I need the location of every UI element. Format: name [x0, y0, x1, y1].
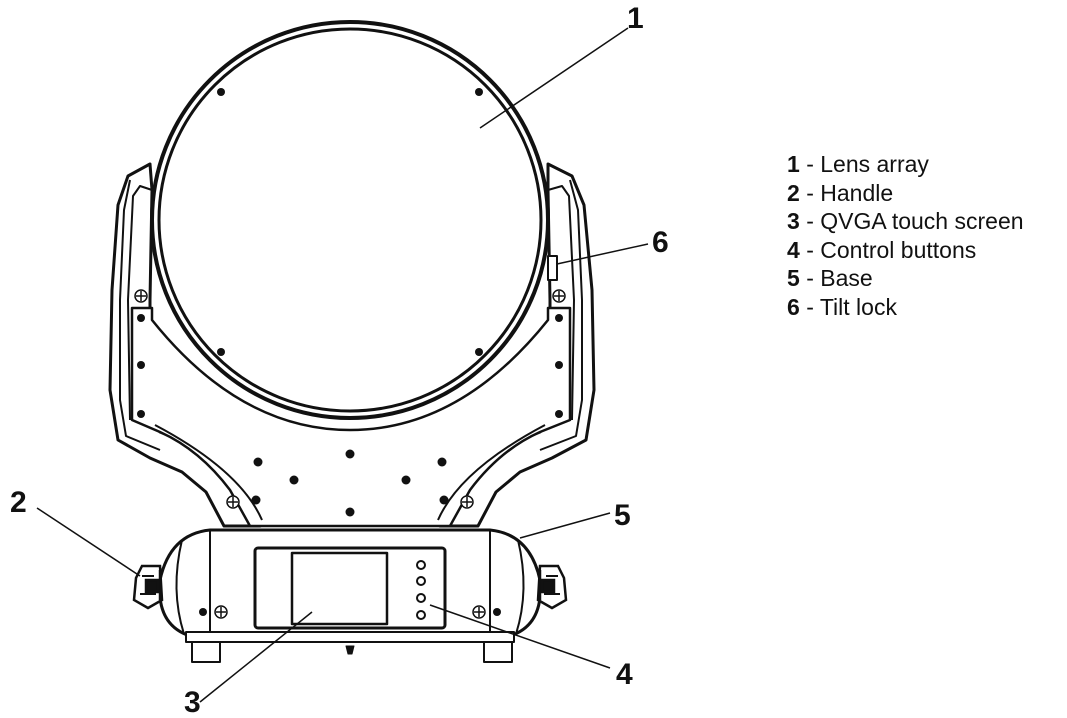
legend-separator: - [806, 179, 814, 206]
legend-item-tilt-lock: 6 - Tilt lock [787, 293, 1024, 322]
yoke-plate [130, 306, 572, 528]
legend-item-touch-screen: 3 - QVGA touch screen [787, 207, 1024, 236]
legend-separator: - [806, 208, 814, 234]
legend-number: 3 [787, 208, 800, 234]
legend-text: Tilt lock [819, 293, 897, 320]
callout-6: 6 [652, 226, 669, 259]
callout-2: 2 [10, 486, 27, 519]
legend: 1 - Lens array 2 - Handle 3 - QVGA touch… [787, 150, 1024, 321]
legend-text: Handle [820, 179, 894, 206]
legend-text: Lens array [820, 151, 929, 177]
leader-line-6 [556, 243, 649, 265]
yoke [108, 162, 596, 528]
leader-line-1 [479, 27, 629, 129]
yoke-screws [137, 314, 563, 517]
callout-1: 1 [627, 2, 644, 35]
qvga-touch-screen [290, 551, 389, 626]
legend-text: Control buttons [820, 236, 977, 263]
legend-number: 6 [787, 293, 800, 320]
legend-number: 5 [787, 265, 800, 291]
phillips-screws [134, 289, 566, 509]
legend-item-base: 5 - Base [787, 264, 1024, 293]
handle-right [536, 564, 568, 610]
legend-number: 2 [787, 179, 800, 206]
legend-separator: - [806, 265, 814, 291]
leader-line-5 [519, 512, 611, 539]
legend-separator: - [806, 236, 814, 263]
legend-text: Base [820, 265, 873, 291]
legend-item-control-buttons: 4 - Control buttons [787, 236, 1024, 265]
leader-lines [36, 27, 649, 703]
handle-left [132, 564, 164, 610]
legend-item-handle: 2 - Handle [787, 179, 1024, 208]
legend-number: 4 [787, 236, 800, 263]
callout-5: 5 [614, 499, 631, 532]
leader-line-2 [36, 507, 141, 577]
leader-line-3 [199, 611, 313, 703]
legend-separator: - [806, 151, 814, 177]
legend-number: 1 [787, 151, 800, 177]
callout-4: 4 [616, 658, 633, 691]
legend-separator: - [806, 293, 814, 320]
callout-3: 3 [184, 686, 201, 718]
leader-line-4 [429, 604, 611, 669]
control-buttons [416, 560, 426, 620]
lens-array [150, 20, 550, 420]
base [158, 528, 542, 663]
legend-text: QVGA touch screen [820, 208, 1024, 234]
tilt-lock [547, 255, 558, 281]
legend-item-lens-array: 1 - Lens array [787, 150, 1024, 179]
